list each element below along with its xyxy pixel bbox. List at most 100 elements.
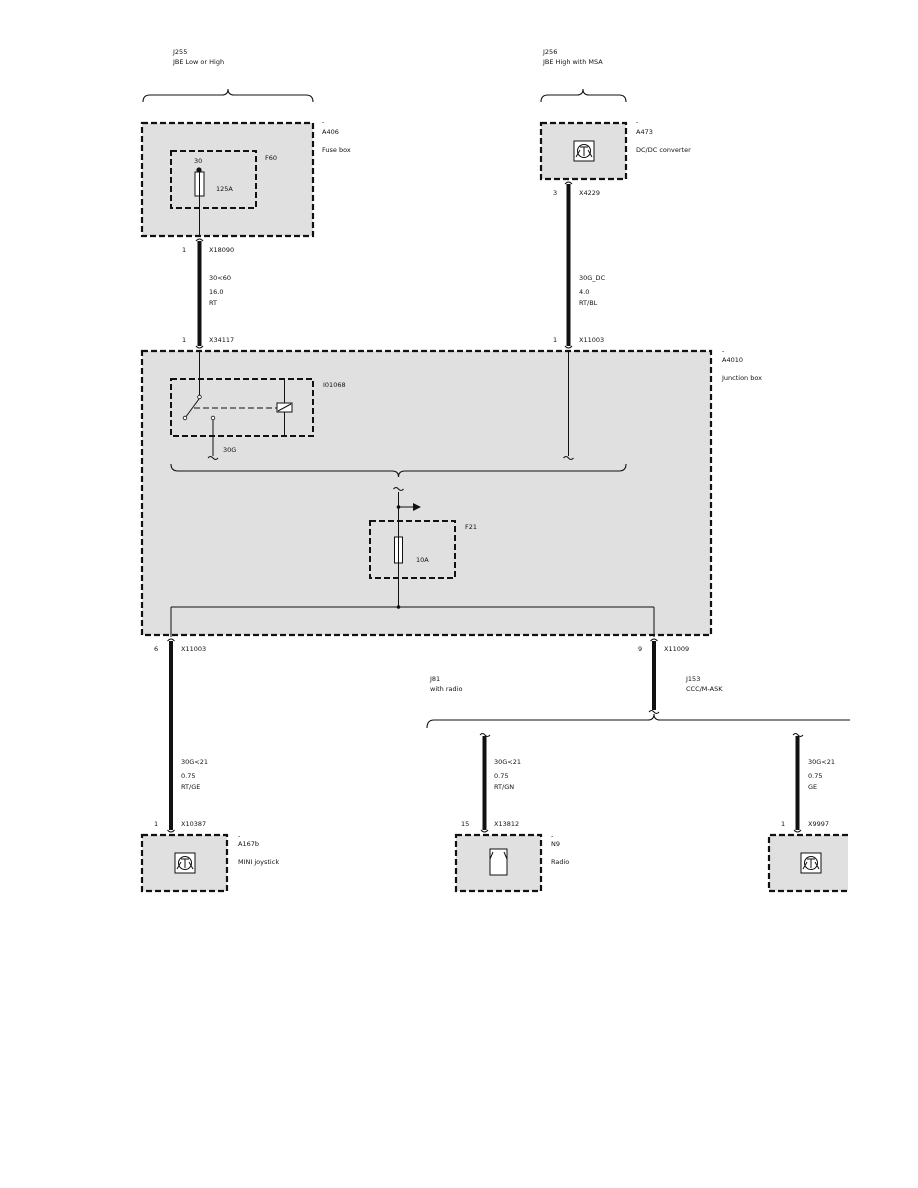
- connector-symbol: [195, 238, 204, 242]
- component-id: A406: [322, 128, 339, 136]
- fuse-id: F21: [465, 523, 477, 531]
- switch-contact: [197, 394, 202, 400]
- wire-size: 4.0: [579, 288, 589, 296]
- relay-output: 30G: [223, 446, 236, 454]
- transistor-icon: [800, 852, 822, 874]
- variant-label: with radio: [430, 685, 462, 693]
- break-symbol: [393, 487, 404, 491]
- component-name: Fuse box: [322, 146, 351, 154]
- transistor-icon: [174, 852, 196, 874]
- terminal-dot: [196, 167, 202, 173]
- variant-j153: J153 CCC/M-ASK: [685, 675, 723, 693]
- connector-id: X10387: [181, 820, 206, 828]
- wire-color: GE: [808, 783, 817, 791]
- connector-pin: 9: [638, 645, 642, 653]
- variant-code: J153: [685, 675, 700, 683]
- transistor-icon: [573, 140, 595, 162]
- fuse-id: F60: [265, 154, 277, 162]
- component-name: Radio: [551, 858, 569, 866]
- connector-symbol: [650, 638, 658, 642]
- junction-box-outline: [140, 349, 713, 637]
- connector-id: X11003: [181, 645, 206, 653]
- break-symbol: [207, 456, 219, 460]
- variant-code: J81: [429, 675, 440, 683]
- wire-w1: 1 X18090 30<60 16.0 RT 1 X34117: [182, 238, 234, 349]
- component-a167b-joystick: - A167b MINI joystick: [140, 832, 279, 893]
- wire-w2: 3 X4229 30G_DC 4.0 RT/BL 1 X11003: [553, 181, 606, 349]
- connector-id: X4229: [579, 189, 600, 197]
- connector-pin: 1: [781, 820, 785, 828]
- connector-id: X11003: [579, 336, 604, 344]
- connector-symbol: [793, 829, 802, 833]
- connector-pin: 1: [182, 246, 186, 254]
- connector-id: X13812: [494, 820, 519, 828]
- variant-label: JBE Low or High: [172, 58, 224, 66]
- variant-code: J255: [172, 48, 187, 56]
- wire-size: 16.0: [209, 288, 223, 296]
- variant-brace: [142, 88, 314, 103]
- component-a473-dcdc-converter: - A473 DC/DC converter: [539, 118, 691, 181]
- variant-label: CCC/M-ASK: [686, 685, 723, 693]
- variant-j255: J255 JBE Low or High: [142, 48, 314, 103]
- wire-size: 0.75: [494, 772, 508, 780]
- variant-j256: J256 JBE High with MSA: [540, 48, 627, 103]
- wire-w3: 6 X11003 30G<21 0.75 RT/GE 1 X10387: [154, 638, 208, 833]
- relay-i01068: I01068 30G: [170, 351, 346, 460]
- wire-x11009: 9 X11009: [638, 638, 689, 714]
- connector-pin: 1: [154, 820, 158, 828]
- component-mark: -: [238, 832, 241, 840]
- wire-color: RT/BL: [579, 299, 598, 307]
- variant-brace: [540, 88, 627, 103]
- wire-signal: 30G_DC: [579, 274, 606, 282]
- component-id: A167b: [238, 840, 259, 848]
- arrow-right-icon: [413, 503, 421, 511]
- wire-size: 0.75: [181, 772, 195, 780]
- variant-j81: J81 with radio: [429, 675, 462, 693]
- wire-color: RT: [209, 299, 217, 307]
- connector-id: X18090: [209, 246, 234, 254]
- break-symbol: [792, 733, 804, 737]
- wire-w5: 30G<21 0.75 GE 1 X9997: [781, 733, 835, 833]
- component-a4010-junction-box: - A4010 Junction box I01068 30G: [140, 347, 762, 637]
- variant-code: J256: [542, 48, 557, 56]
- wire-signal: 30G<21: [808, 758, 835, 766]
- component-name: Junction box: [721, 374, 762, 382]
- connector-symbol: [167, 829, 175, 833]
- wire-color: RT/GE: [181, 783, 200, 791]
- connector-pin: 3: [553, 189, 557, 197]
- relay-id: I01068: [323, 381, 346, 389]
- connector-id: X34117: [209, 336, 234, 344]
- component-id: A4010: [722, 356, 743, 364]
- radio-connector-icon: [489, 848, 508, 876]
- fuse-rating: 125A: [216, 185, 233, 193]
- fuse-f21: F21 10A: [369, 520, 477, 579]
- fuse-box-outline: [140, 121, 315, 238]
- component-a406-fuse-box: - A406 Fuse box F60 30 125A: [140, 118, 351, 238]
- switch-arm: [184, 398, 200, 419]
- wire-signal: 30<60: [209, 274, 231, 282]
- component-id: A473: [636, 128, 653, 136]
- component-name: MINI joystick: [238, 858, 279, 866]
- relay-outline: [170, 378, 314, 437]
- connector-symbol: [564, 181, 573, 185]
- connector-pin: 15: [461, 820, 469, 828]
- fuse-rating: 10A: [416, 556, 429, 564]
- connector-id: X11009: [664, 645, 689, 653]
- component-mark: -: [322, 118, 325, 126]
- break-symbol: [479, 733, 491, 737]
- component-x9997-device: [767, 833, 848, 893]
- component-n9-radio: - N9 Radio: [454, 832, 569, 893]
- break-symbol: [648, 710, 660, 714]
- connector-id: X9997: [808, 820, 829, 828]
- component-mark: -: [722, 347, 725, 355]
- wire-signal: 30G<21: [494, 758, 521, 766]
- component-mark: -: [636, 118, 639, 126]
- wire-color: RT/GN: [494, 783, 514, 791]
- variant-label: JBE High with MSA: [542, 58, 603, 66]
- fuse-f21-outline: [369, 520, 456, 579]
- variant-brace-bottom: [426, 713, 850, 729]
- connector-symbol: [167, 638, 175, 642]
- component-mark: -: [551, 832, 554, 840]
- component-id: N9: [551, 840, 560, 848]
- component-name: DC/DC converter: [636, 146, 691, 154]
